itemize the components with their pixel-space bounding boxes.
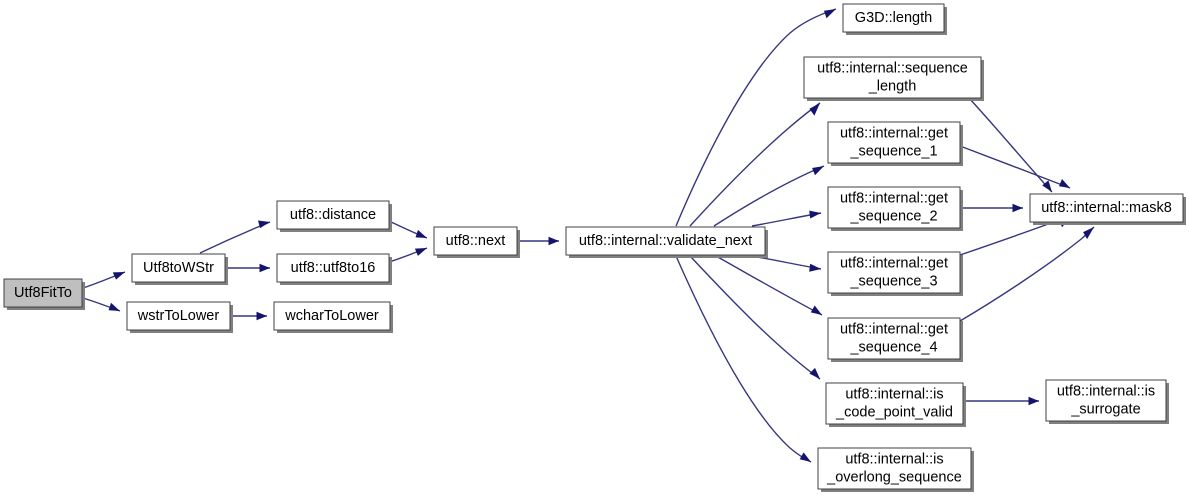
edge-arrowhead-icon [1083,227,1094,240]
edge-arrowhead-icon [810,305,822,315]
edge-sequencelength-to-mask8 [968,97,1053,193]
node-utf8next[interactable]: utf8::next [433,226,520,258]
node-utf8distance[interactable]: utf8::distance [276,200,392,232]
edge-arrowhead-icon [414,248,427,256]
edge-arrowhead-icon [259,263,270,273]
node-wchartolower[interactable]: wcharToLower [273,301,393,333]
edge-line [675,8,837,227]
node-utf8to16[interactable]: utf8::utf8to16 [276,253,392,285]
node-g3dlength[interactable]: G3D::length [842,3,947,35]
edge-arrowhead-icon [809,263,821,272]
edge-validatenext-to-iscodepointvalid [689,255,821,380]
edge-arrowhead-icon [824,9,836,19]
edge-getsequence4-to-mask8 [959,226,1095,322]
node-box[interactable] [273,301,391,331]
edge-arrowhead-icon [809,367,820,379]
node-box[interactable] [276,200,390,230]
node-isoverlongsequence[interactable]: utf8::internal::is_overlong_sequence [817,447,974,492]
edge-wstrtolower-to-wchartolower [230,311,267,321]
edge-arrowhead-icon [258,220,270,229]
edge-line [689,102,821,227]
edge-line [959,226,1095,322]
edge-iscodepointvalid-to-issurrogate [964,396,1039,406]
node-box[interactable] [565,226,766,256]
edge-utf8to16-to-utf8next [388,247,428,263]
edge-arrowhead-icon [108,302,120,311]
node-validatenext[interactable]: utf8::internal::validate_next [565,226,768,258]
edge-line [959,145,1071,189]
node-box[interactable] [827,121,961,164]
edge-arrowhead-icon [1012,203,1023,213]
node-box[interactable] [1029,193,1184,223]
edge-arrowhead-icon [256,311,267,321]
node-box[interactable] [803,56,982,99]
node-mask8[interactable]: utf8::internal::mask8 [1029,193,1186,225]
edge-validatenext-to-getsequence3 [751,255,822,272]
node-box[interactable] [842,3,945,33]
node-sequencelength[interactable]: utf8::internal::sequence_length [803,56,984,101]
edge-arrowhead-icon [1059,179,1070,188]
edge-arrowhead-icon [1028,396,1039,406]
edge-arrowhead-icon [799,452,811,462]
edge-arrowhead-icon [415,229,427,238]
node-wstrtolower[interactable]: wstrToLower [126,301,233,333]
node-box[interactable] [126,301,231,331]
edge-validatenext-to-isoverlongsequence [675,255,812,463]
node-utf8towstr[interactable]: Utf8toWStr [131,253,228,285]
node-box[interactable] [825,382,964,425]
node-box[interactable] [827,251,961,294]
node-box[interactable] [817,447,972,490]
node-getsequence2[interactable]: utf8::internal::get_sequence_2 [827,186,963,231]
node-getsequence4[interactable]: utf8::internal::get_sequence_4 [827,317,963,362]
node-box[interactable] [827,317,961,360]
node-box[interactable] [433,226,518,256]
edge-validatenext-to-getsequence2 [751,210,822,227]
edge-utf8next-to-validatenext [517,236,559,246]
edge-line [675,255,812,463]
node-box[interactable] [3,278,83,308]
edge-utf8towstr-to-utf8to16 [225,263,270,273]
edge-validatenext-to-sequencelength [689,102,821,227]
node-utf8fitto[interactable]: Utf8FitTo [3,278,85,310]
node-iscodepointvalid[interactable]: utf8::internal::is_code_point_valid [825,382,966,427]
edge-utf8fitto-to-wstrtolower [82,297,121,312]
edge-utf8distance-to-utf8next [388,220,428,239]
edge-arrowhead-icon [548,236,559,246]
edge-line [713,165,825,227]
edge-validatenext-to-getsequence4 [715,255,823,316]
node-getsequence1[interactable]: utf8::internal::get_sequence_1 [827,121,963,166]
edge-line [199,221,271,254]
edge-line [715,255,823,316]
node-box[interactable] [276,253,390,283]
edge-arrowhead-icon [809,103,820,116]
edge-utf8fitto-to-utf8towstr [82,271,126,289]
node-box[interactable] [1045,379,1167,422]
edge-getsequence1-to-mask8 [959,145,1071,189]
edge-line [689,255,821,380]
edge-arrowhead-icon [112,272,125,280]
edge-arrowhead-icon [809,210,821,219]
edge-arrowhead-icon [812,166,824,176]
edge-validatenext-to-g3dlength [675,8,837,227]
node-issurrogate[interactable]: utf8::internal::is_surrogate [1045,379,1169,424]
edge-line [968,97,1053,193]
node-getsequence3[interactable]: utf8::internal::get_sequence_3 [827,251,963,296]
edges-layer [82,8,1095,463]
edge-getsequence2-to-mask8 [960,203,1023,213]
node-box[interactable] [827,186,961,229]
edge-arrowhead-icon [1042,180,1052,192]
node-box[interactable] [131,253,226,283]
edge-utf8towstr-to-utf8distance [199,220,271,254]
edge-validatenext-to-getsequence1 [713,165,825,227]
